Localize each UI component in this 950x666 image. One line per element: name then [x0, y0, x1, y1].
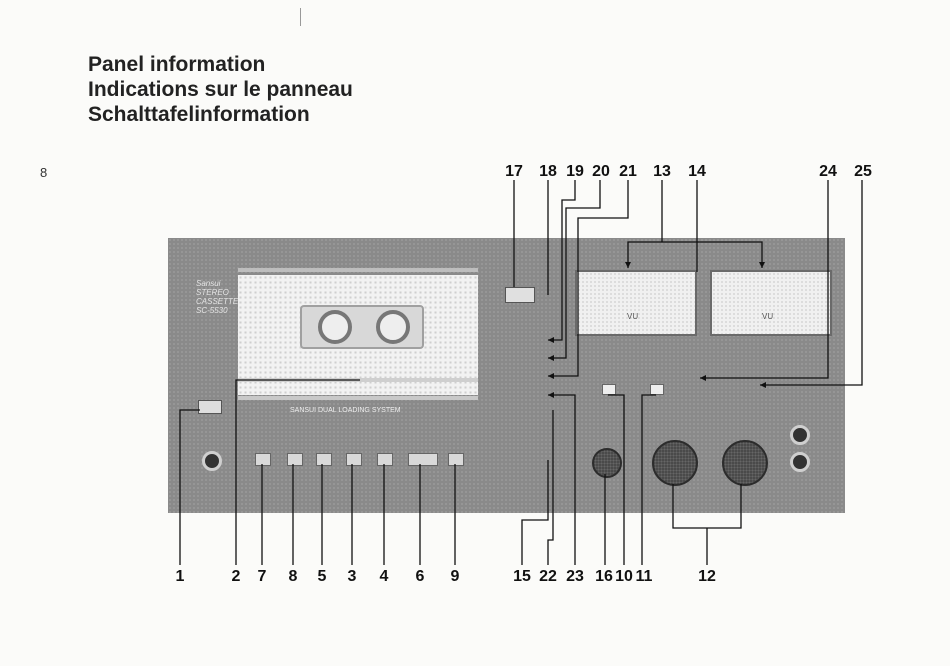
- callout-1: 1: [176, 568, 185, 586]
- callout-3: 3: [348, 568, 357, 586]
- callout-14: 14: [688, 163, 706, 181]
- callout-17: 17: [505, 163, 523, 181]
- callout-8: 8: [289, 568, 298, 586]
- callout-2: 2: [232, 568, 241, 586]
- callout-5: 5: [318, 568, 327, 586]
- callout-18: 18: [539, 163, 557, 181]
- callout-25: 25: [854, 163, 872, 181]
- callout-20: 20: [592, 163, 610, 181]
- callout-24: 24: [819, 163, 837, 181]
- callout-22: 22: [539, 568, 557, 586]
- callout-12: 12: [698, 568, 716, 586]
- callout-11: 11: [636, 568, 653, 586]
- callout-23: 23: [566, 568, 584, 586]
- callout-4: 4: [380, 568, 389, 586]
- callout-10: 10: [615, 568, 633, 586]
- callout-9: 9: [451, 568, 460, 586]
- callout-6: 6: [416, 568, 425, 586]
- callout-16: 16: [595, 568, 613, 586]
- callout-19: 19: [566, 163, 584, 181]
- callout-21: 21: [619, 163, 637, 181]
- callout-7: 7: [258, 568, 267, 586]
- callout-15: 15: [513, 568, 531, 586]
- callout-13: 13: [653, 163, 671, 181]
